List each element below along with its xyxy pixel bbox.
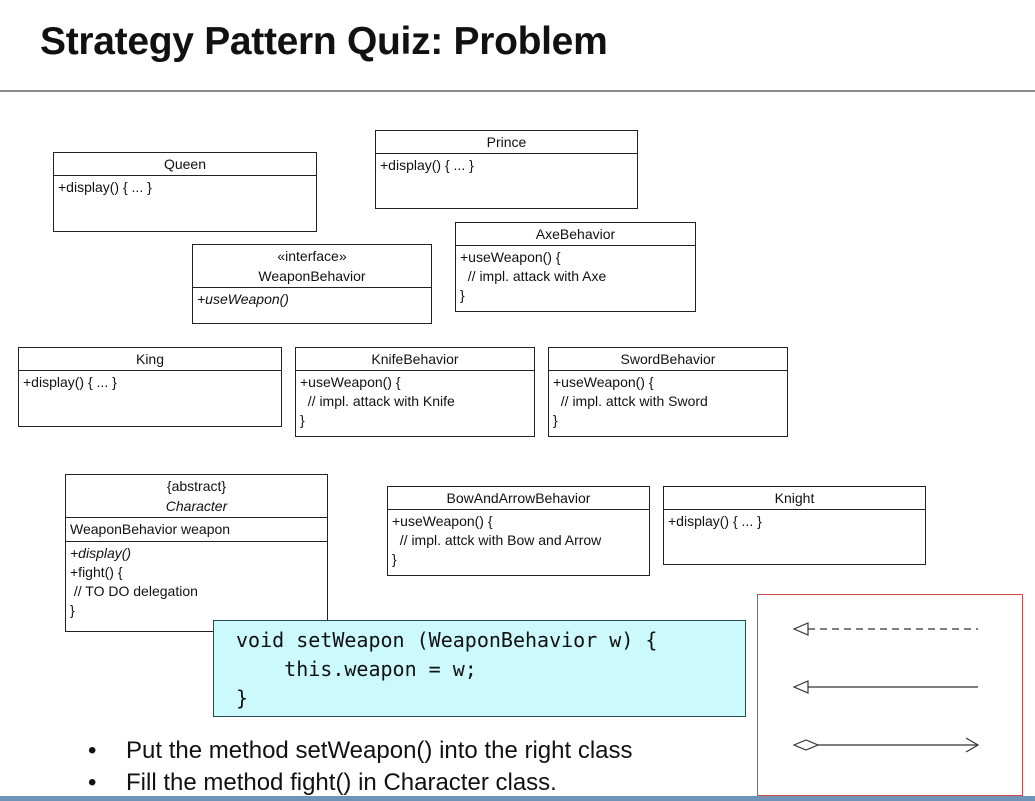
method-line: // impl. attack with Knife xyxy=(300,393,455,409)
slide-title: Strategy Pattern Quiz: Problem xyxy=(40,20,608,63)
method-line: // impl. attck with Sword xyxy=(553,393,708,409)
method: +display() { ... } xyxy=(380,157,474,173)
bullet-icon: • xyxy=(88,769,97,796)
class-bow-and-arrow-behavior: BowAndArrowBehavior +useWeapon() { // im… xyxy=(387,486,650,576)
class-king: King +display() { ... } xyxy=(18,347,282,427)
class-name: King xyxy=(135,351,165,367)
class-knight: Knight +display() { ... } xyxy=(663,486,926,565)
instruction-list: • Put the method setWeapon() into the ri… xyxy=(88,735,633,799)
method-line: } xyxy=(553,412,558,428)
stereotype: {abstract} xyxy=(166,478,227,494)
method-line: +fight() { xyxy=(70,564,123,580)
method: +display() { ... } xyxy=(58,179,152,195)
class-name: KnifeBehavior xyxy=(371,351,459,367)
method-line: +useWeapon() { xyxy=(460,249,561,265)
instruction-text: Put the method setWeapon() into the righ… xyxy=(126,737,633,764)
class-name: SwordBehavior xyxy=(620,351,716,367)
title-divider xyxy=(0,90,1035,92)
class-character: {abstract} Character WeaponBehavior weap… xyxy=(65,474,328,632)
realization-arrow-icon xyxy=(792,622,978,636)
code-line: this.weapon = w; xyxy=(236,657,477,681)
generalization-arrow-icon xyxy=(792,680,978,694)
class-name: Character xyxy=(165,498,228,514)
instruction-item: • Put the method setWeapon() into the ri… xyxy=(88,735,633,767)
code-snippet: void setWeapon (WeaponBehavior w) { this… xyxy=(213,620,746,717)
class-axe-behavior: AxeBehavior +useWeapon() { // impl. atta… xyxy=(455,222,696,312)
legend-arrows xyxy=(792,622,980,753)
code-line: } xyxy=(236,686,249,710)
arrow-legend xyxy=(757,594,1023,796)
method-line: // impl. attack with Axe xyxy=(460,268,607,284)
method: +display() { ... } xyxy=(668,513,762,529)
method-line: +display() xyxy=(70,545,132,561)
method-line: // TO DO delegation xyxy=(70,583,198,599)
instruction-text: Fill the method fight() in Character cla… xyxy=(126,769,557,796)
footer-bar xyxy=(0,796,1035,801)
method-line: } xyxy=(460,287,465,303)
class-name: AxeBehavior xyxy=(535,226,616,242)
method: +display() { ... } xyxy=(23,374,117,390)
method-line: } xyxy=(70,602,75,618)
method-line: +useWeapon() { xyxy=(392,513,493,529)
class-name: Knight xyxy=(774,490,815,506)
method-line: } xyxy=(300,412,305,428)
class-queen: Queen +display() { ... } xyxy=(53,152,317,232)
class-name: WeaponBehavior xyxy=(258,268,366,284)
stereotype: «interface» xyxy=(277,248,347,264)
aggregation-arrow-icon xyxy=(792,737,980,753)
bullet-icon: • xyxy=(88,737,97,764)
class-sword-behavior: SwordBehavior +useWeapon() { // impl. at… xyxy=(548,347,788,437)
class-name: Prince xyxy=(486,134,527,150)
class-name: Queen xyxy=(163,156,207,172)
interface-weapon-behavior: «interface» WeaponBehavior +useWeapon() xyxy=(192,244,432,324)
attribute: WeaponBehavior weapon xyxy=(70,521,231,537)
instruction-item: • Fill the method fight() in Character c… xyxy=(88,767,633,799)
class-knife-behavior: KnifeBehavior +useWeapon() { // impl. at… xyxy=(295,347,535,437)
method-line: +useWeapon() { xyxy=(553,374,654,390)
method-line: +useWeapon() { xyxy=(300,374,401,390)
code-line: void setWeapon (WeaponBehavior w) { xyxy=(236,628,658,652)
class-name: BowAndArrowBehavior xyxy=(446,490,591,506)
method-line: } xyxy=(392,551,397,567)
class-prince: Prince +display() { ... } xyxy=(375,130,638,209)
method-line: // impl. attck with Bow and Arrow xyxy=(392,532,602,548)
method: +useWeapon() xyxy=(197,291,289,307)
